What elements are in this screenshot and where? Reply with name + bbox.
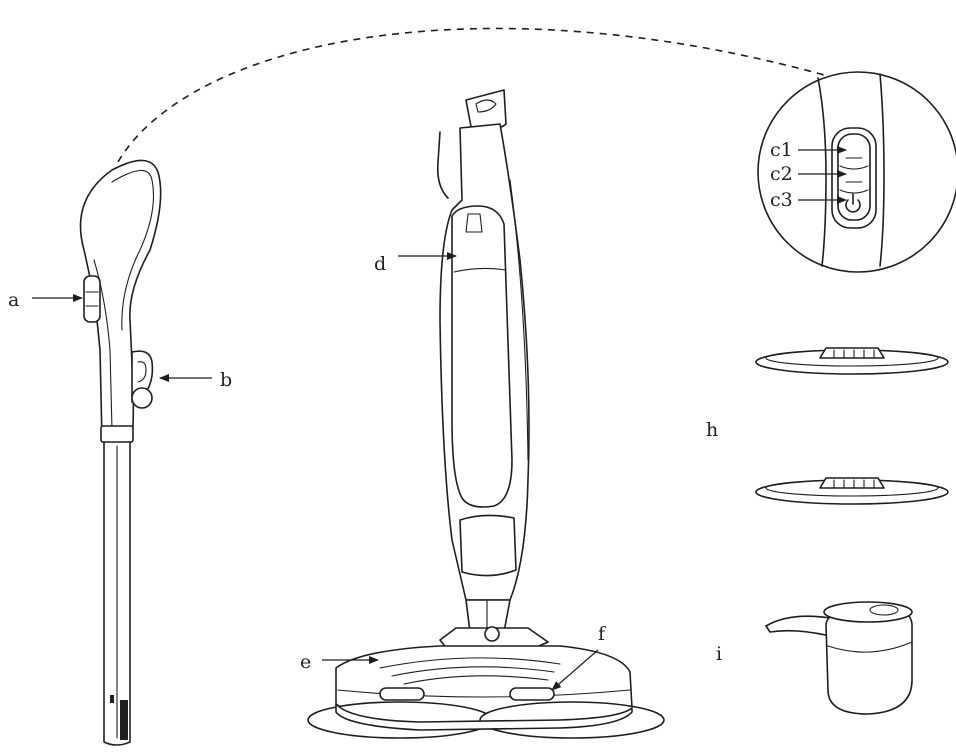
label-h: h [706, 419, 718, 441]
label-c2: c2 [770, 163, 793, 185]
mop-pad-upper [755, 347, 949, 375]
label-b: b [220, 369, 232, 391]
label-i: i [716, 643, 722, 665]
label-c3: c3 [770, 189, 793, 211]
label-c1: c1 [770, 139, 793, 161]
label-f: f [598, 623, 607, 645]
steam-mop-body [307, 89, 665, 739]
label-d: d [374, 253, 386, 275]
callout-dashed-arc [117, 27, 829, 163]
label-e: e [300, 651, 311, 673]
handle-assembly [79, 159, 162, 746]
mop-pad-lower [755, 477, 949, 505]
arrow-f [551, 649, 599, 691]
label-a: a [8, 289, 19, 311]
water-cup [765, 601, 913, 715]
